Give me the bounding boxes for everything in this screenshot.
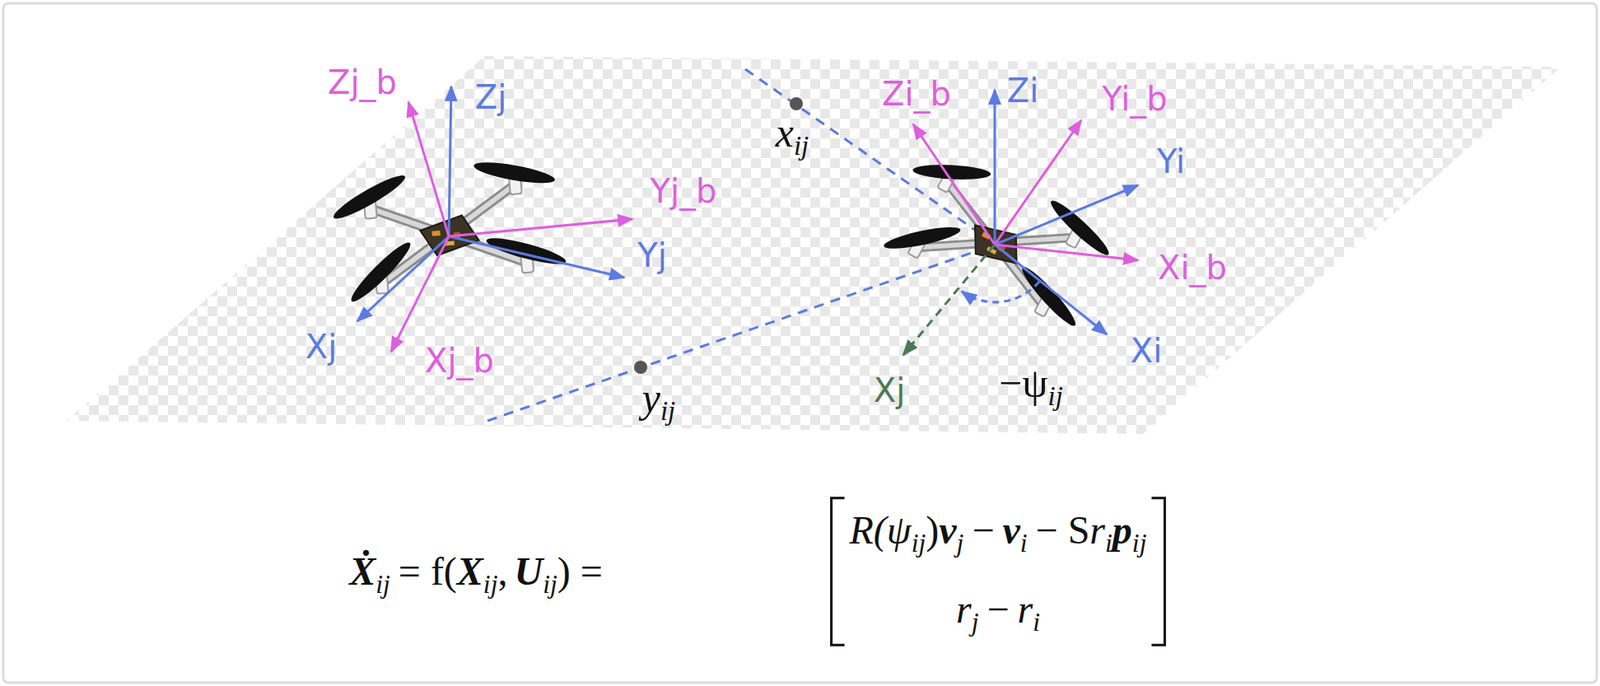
math-symbol: v bbox=[938, 508, 957, 552]
subscript: i bbox=[1105, 527, 1113, 557]
math-symbol: , bbox=[497, 549, 508, 593]
math-expression: rj−ri bbox=[956, 583, 1041, 640]
subscript: i bbox=[1032, 606, 1041, 636]
axis-label: Xj bbox=[873, 372, 906, 409]
math-symbol: v bbox=[1002, 508, 1020, 552]
math-symbol: −ψ bbox=[998, 359, 1049, 406]
math-symbol: ) bbox=[925, 508, 939, 552]
math-symbol: x bbox=[775, 109, 794, 156]
subscript: j bbox=[956, 527, 965, 557]
axis-label: Xi bbox=[1130, 332, 1163, 369]
math-symbol: y bbox=[642, 374, 661, 421]
subscript: ij bbox=[542, 569, 558, 598]
axis-label: Yi bbox=[1156, 143, 1185, 180]
subscript: ij bbox=[911, 527, 927, 557]
math-symbol: r bbox=[1089, 508, 1106, 552]
math-expression: yij bbox=[642, 371, 677, 430]
math-symbol: − bbox=[986, 587, 1009, 631]
math-symbol: U bbox=[513, 549, 543, 593]
math-expression: −ψij bbox=[998, 356, 1064, 415]
subscript: i bbox=[1020, 527, 1028, 557]
axis-label: Yj bbox=[637, 237, 668, 274]
subscript: j bbox=[971, 606, 980, 636]
math-symbol: X bbox=[457, 549, 484, 593]
math-symbol: − S bbox=[1035, 508, 1091, 552]
axis-label: Xi_b bbox=[1157, 249, 1227, 286]
axis-label: Xj bbox=[305, 328, 338, 365]
math-expression: xij bbox=[775, 106, 810, 164]
axis-label: Zj_b bbox=[327, 64, 397, 101]
subscript: ij bbox=[375, 569, 391, 598]
math-symbol: p bbox=[1112, 508, 1133, 552]
math-symbol: − bbox=[971, 508, 994, 552]
math-symbol: Ẋ bbox=[349, 549, 376, 593]
subscript: ij bbox=[1132, 527, 1148, 557]
math-expression: R(ψij)vj−vi− Sripij bbox=[849, 504, 1148, 560]
math-symbol: r bbox=[956, 587, 972, 631]
subscript: ij bbox=[1048, 381, 1064, 411]
axis-label: Zi_b bbox=[881, 75, 952, 112]
axis-label: Zj bbox=[475, 79, 508, 116]
subscript: ij bbox=[660, 396, 676, 426]
matrix-bracket bbox=[1151, 498, 1165, 646]
math-symbol: = f( bbox=[398, 549, 458, 593]
math-symbol: ) = bbox=[557, 549, 603, 593]
axis-label: Yj_b bbox=[650, 172, 718, 210]
math-symbol: R(ψ bbox=[849, 508, 912, 552]
axis-label: Yi_b bbox=[1101, 80, 1168, 117]
subscript: ij bbox=[793, 130, 809, 161]
axis-label: Zi bbox=[1007, 72, 1040, 109]
matrix-bracket bbox=[831, 498, 845, 646]
math-symbol: r bbox=[1017, 587, 1034, 631]
math-expression: Ẋij= f(Xij,Uij) = bbox=[349, 545, 603, 602]
subscript: ij bbox=[483, 569, 499, 598]
axis-label: Xj_b bbox=[424, 342, 495, 379]
